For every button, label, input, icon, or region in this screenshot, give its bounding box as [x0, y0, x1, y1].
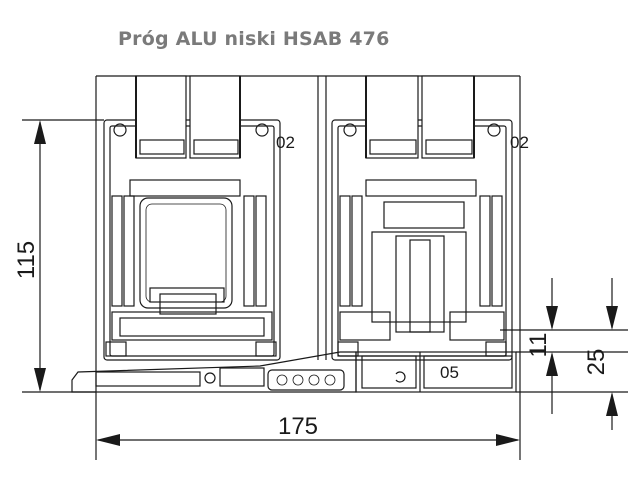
- dimension-width-bottom: [95, 392, 521, 460]
- left-sash-profile: [103, 75, 281, 361]
- right-sash-profile: [331, 75, 513, 361]
- part-label-right: 02: [510, 133, 529, 152]
- dimension-175-label: 175: [278, 413, 318, 440]
- threshold-profile: [71, 351, 517, 393]
- dimension-right: [500, 278, 628, 430]
- dimension-25-label: 25: [583, 349, 610, 376]
- dimension-115-label: 115: [13, 241, 40, 279]
- dimension-11-label: 11: [525, 333, 552, 358]
- threshold-part-label: 05: [440, 363, 459, 382]
- part-label-left: 02: [276, 133, 295, 152]
- dimension-height-left: [22, 119, 104, 393]
- drawing-title: Próg ALU niski HSAB 476: [118, 28, 390, 50]
